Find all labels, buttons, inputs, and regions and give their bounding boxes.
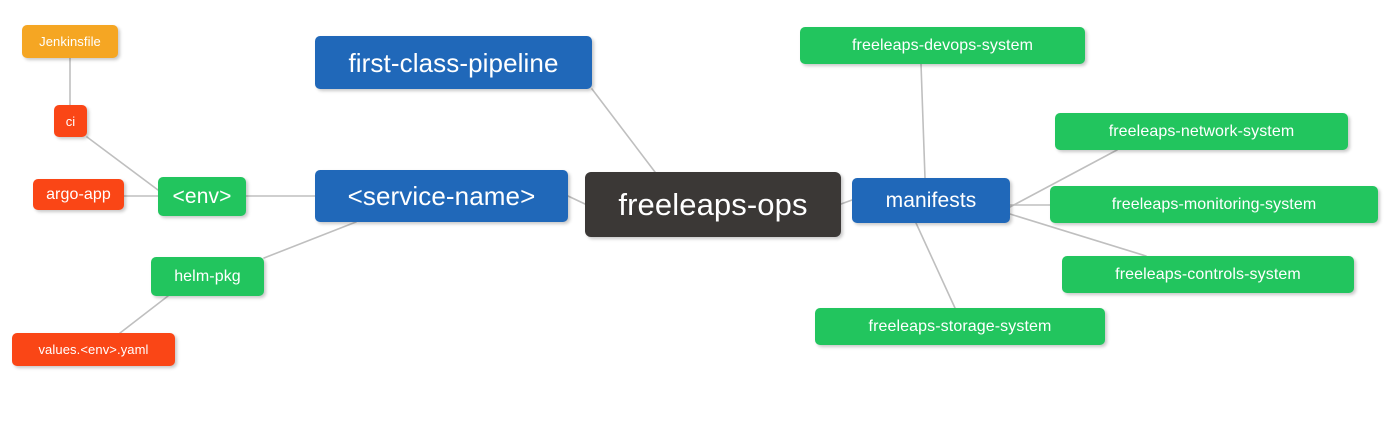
mindmap-node-freeleaps-ops[interactable]: freeleaps-ops [585, 172, 841, 237]
mindmap-node-label: manifests [885, 189, 977, 212]
mindmap-node-label: Jenkinsfile [39, 34, 101, 49]
mindmap-edge [567, 195, 586, 205]
mindmap-node-env[interactable]: <env> [158, 177, 246, 216]
mindmap-node-freeleaps-devops-system[interactable]: freeleaps-devops-system [800, 27, 1085, 64]
mindmap-node-values-env-yaml[interactable]: values.<env>.yaml [12, 333, 175, 366]
mindmap-node-jenkinsfile[interactable]: Jenkinsfile [22, 25, 118, 58]
mindmap-node-label: freeleaps-controls-system [1115, 265, 1301, 283]
mindmap-node-label: first-class-pipeline [348, 47, 559, 78]
mindmap-edge [591, 88, 656, 173]
mindmap-node-manifests[interactable]: manifests [852, 178, 1010, 223]
mindmap-node-label: freeleaps-network-system [1108, 122, 1295, 140]
mindmap-node-label: helm-pkg [174, 267, 241, 285]
mindmap-node-label: freeleaps-storage-system [868, 317, 1052, 335]
mindmap-node-freeleaps-controls-system[interactable]: freeleaps-controls-system [1062, 256, 1354, 293]
mindmap-node-label: freeleaps-devops-system [851, 36, 1034, 54]
mindmap-node-ci[interactable]: ci [54, 105, 87, 137]
mindmap-node-label: freeleaps-monitoring-system [1111, 195, 1317, 213]
mindmap-edge [840, 199, 853, 205]
mindmap-node-label: <env> [172, 185, 232, 208]
mindmap-node-freeleaps-network-system[interactable]: freeleaps-network-system [1055, 113, 1348, 150]
mindmap-edge [920, 63, 926, 179]
mindmap-edge [263, 221, 357, 259]
mindmap-node-freeleaps-monitoring-system[interactable]: freeleaps-monitoring-system [1050, 186, 1378, 223]
mindmap-node-label: values.<env>.yaml [38, 342, 149, 357]
mindmap-node-label: freeleaps-ops [618, 187, 808, 222]
mindmap-node-service-name[interactable]: <service-name> [315, 170, 568, 222]
mindmap-node-argo-app[interactable]: argo-app [33, 179, 124, 210]
mindmap-edge [119, 295, 169, 334]
mindmap-edge [915, 222, 956, 309]
mindmap-node-label: argo-app [46, 185, 111, 203]
mindmap-node-helm-pkg[interactable]: helm-pkg [151, 257, 264, 296]
mindmap-node-label: ci [65, 113, 76, 129]
mindmap-node-label: <service-name> [347, 181, 536, 211]
mindmap-node-freeleaps-storage-system[interactable]: freeleaps-storage-system [815, 308, 1105, 345]
mindmap-node-first-class-pipeline[interactable]: first-class-pipeline [315, 36, 592, 89]
